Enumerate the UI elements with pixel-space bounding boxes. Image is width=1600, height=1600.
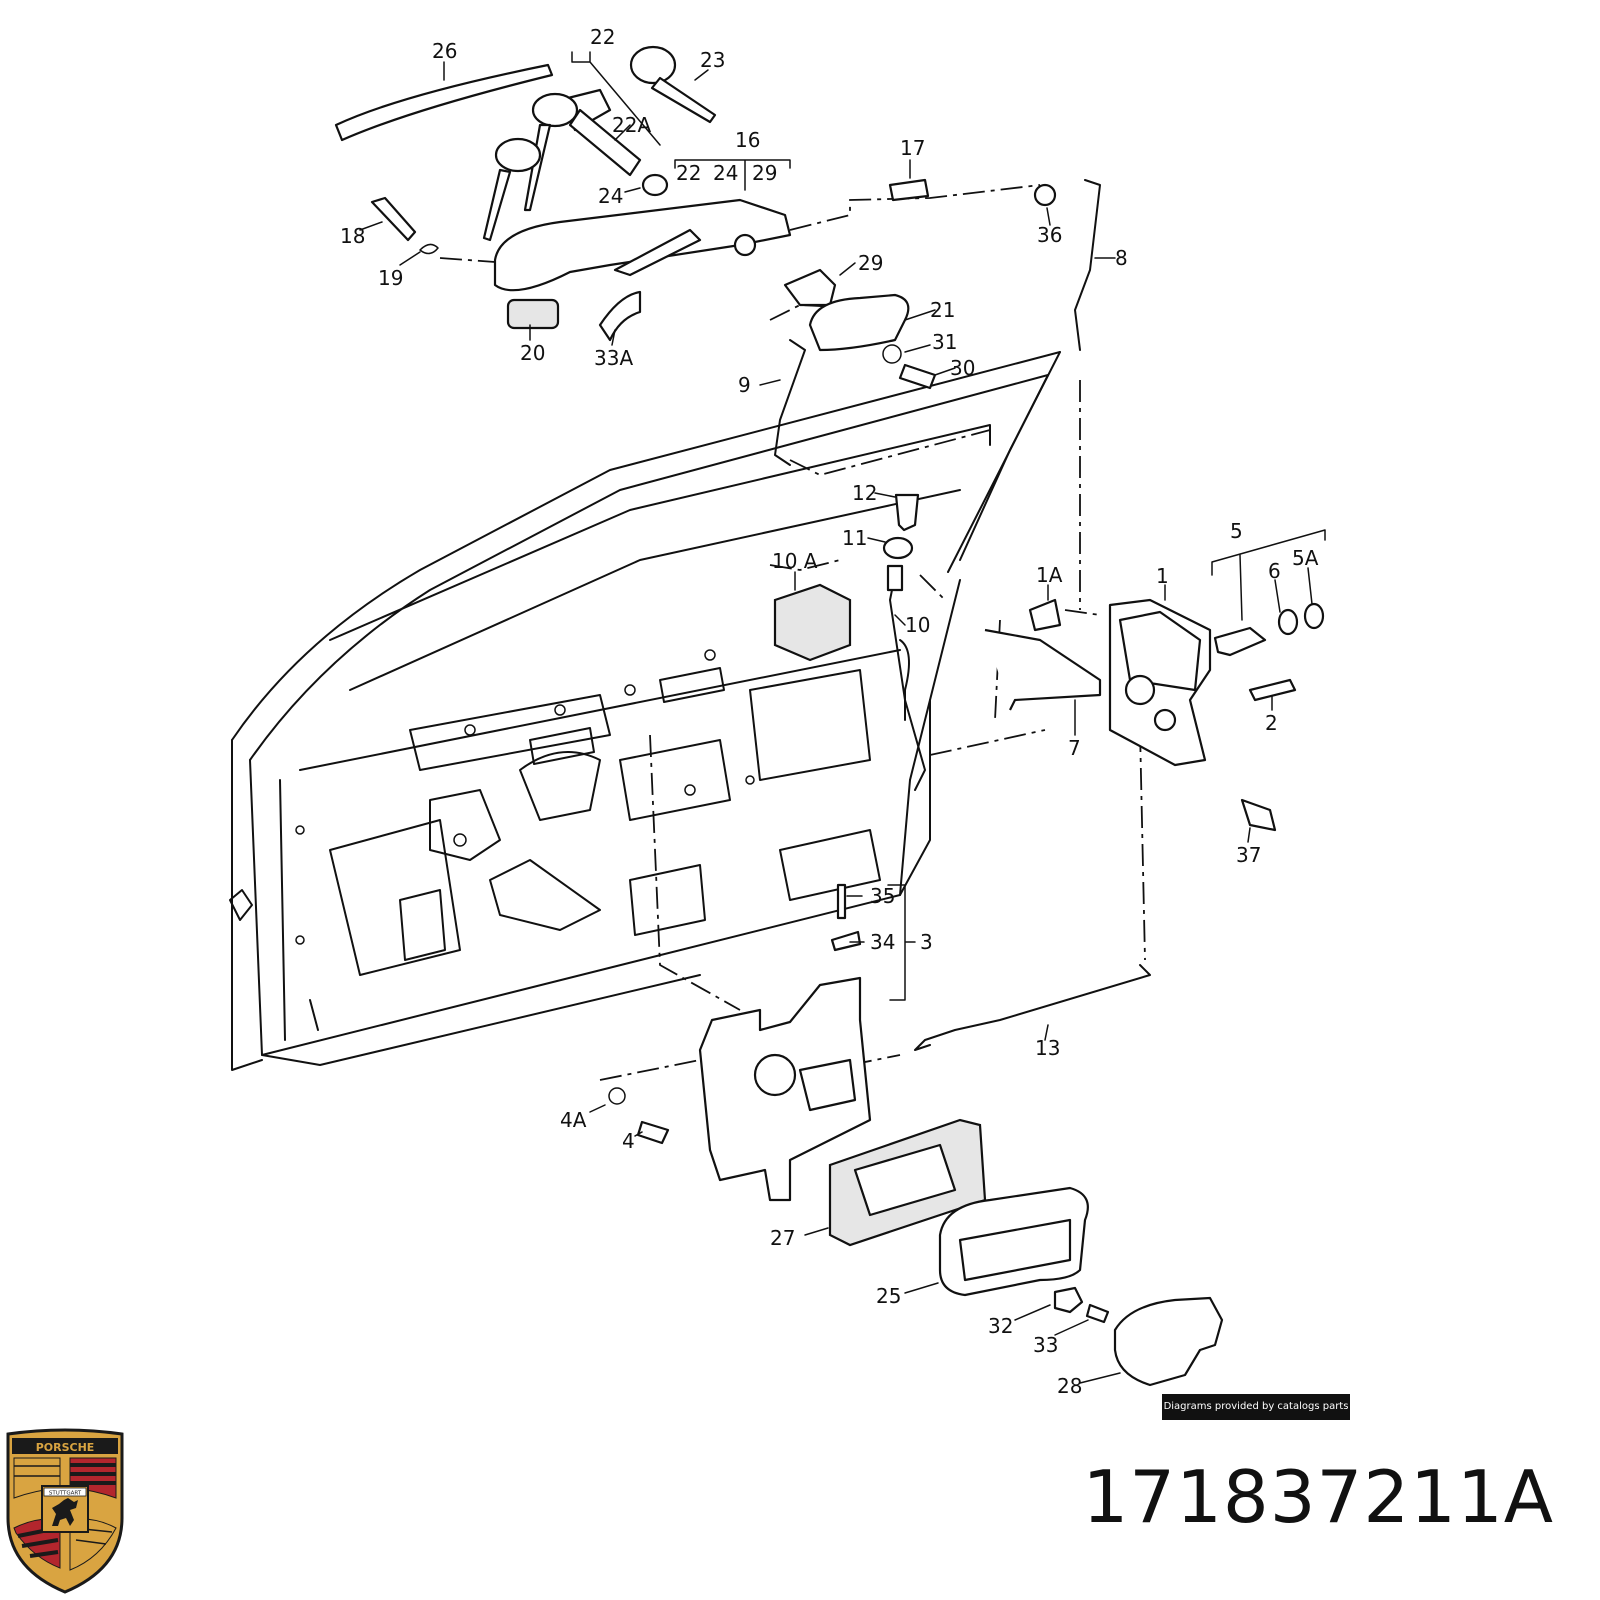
callout-4: 4 [622,1129,635,1153]
washer-31 [882,344,902,364]
callout-23: 23 [700,48,725,72]
weatherstrip-26 [334,63,554,142]
screw-4 [636,1120,670,1145]
porsche-crest-logo: PORSCHE STUTTGART [6,1428,124,1594]
foam-block-10A [773,583,852,662]
callout-10: 10 [905,613,930,637]
callout-12: 12 [852,481,877,505]
rod-10 [886,564,926,791]
diagram-credit: Diagrams provided by catalogs parts [1162,1394,1350,1420]
part-number: 171837211A [1082,1455,1554,1539]
callout-5: 5 [1230,519,1243,543]
clip-36 [1033,183,1057,207]
horse-icon [52,1498,78,1526]
inner-handle-housing [698,976,872,1202]
callout-26: 26 [432,39,457,63]
callout-22: 22 [590,25,615,49]
callout-9: 9 [738,373,751,397]
callout-33: 33 [1033,1333,1058,1357]
screw-17 [888,178,930,202]
callout-25: 25 [876,1284,901,1308]
callout-16-29: 29 [752,161,777,185]
callout-ticks [359,51,1326,1384]
callout-35: 35 [870,884,895,908]
trim-33A [598,290,642,342]
rod-13 [914,964,1151,1051]
cover-28 [1113,1296,1224,1387]
logo-city: STUTTGART [49,1491,82,1497]
gasket-20 [506,298,560,330]
callout-29: 29 [858,251,883,275]
callout-6: 6 [1268,559,1281,583]
lever-1A [1028,598,1062,632]
screw-33 [1085,1303,1110,1324]
callout-8: 8 [1115,246,1128,270]
outer-handle-16 [493,198,792,292]
screw-30 [898,363,937,390]
washer-5A [1303,602,1325,630]
callout-11: 11 [842,526,867,550]
grommet-11 [882,536,914,560]
callout-labels: 26 22 23 22A 16 22 24 29 24 17 18 19 36 … [340,25,1319,1398]
callout-30: 30 [950,356,975,380]
callout-3: 3 [920,930,933,954]
callout-32: 32 [988,1314,1013,1338]
callout-2: 2 [1265,711,1278,735]
plug-37 [1240,798,1277,832]
spring-34 [830,930,862,952]
key-22 [482,92,579,242]
pin-35 [836,883,847,920]
callout-5A: 5A [1292,546,1319,570]
callout-18: 18 [340,224,365,248]
callout-34: 34 [870,930,895,954]
callout-36: 36 [1037,223,1062,247]
callout-13: 13 [1035,1036,1060,1060]
callout-10A: 10 A [772,549,818,573]
callout-22A: 22A [612,113,651,137]
callout-20: 20 [520,341,545,365]
clip-19 [419,243,439,255]
rod-9 [774,339,806,466]
callout-1A: 1A [1036,563,1063,587]
rod-8 [1074,179,1101,351]
bushing-29 [783,268,837,307]
callout-16-24: 24 [713,161,738,185]
screw-2 [1248,678,1297,702]
callout-16: 16 [735,128,760,152]
callout-1: 1 [1156,564,1169,588]
callout-24: 24 [598,184,623,208]
lock-arm-7 [984,628,1102,711]
callout-37: 37 [1236,843,1261,867]
washer-4A [608,1087,626,1105]
cap-24 [641,173,669,197]
washer-6 [1277,608,1299,636]
callout-27: 27 [770,1226,795,1250]
callout-19: 19 [378,266,403,290]
gasket-21 [808,293,910,352]
knob-12 [894,493,920,532]
callout-21: 21 [930,298,955,322]
screw-18 [370,196,417,242]
key-blank-23 [629,45,717,124]
callout-31: 31 [932,330,957,354]
lock-mechanism-1 [1108,598,1212,767]
striker-5 [1213,626,1267,657]
door-panel [229,351,1061,1071]
callout-28: 28 [1057,1374,1082,1398]
callout-4A: 4A [560,1108,587,1132]
escutcheon-25 [938,1186,1089,1297]
callout-7: 7 [1068,736,1081,760]
callout-16-22: 22 [676,161,701,185]
logo-wordmark: PORSCHE [36,1441,95,1454]
callout-33A: 33A [594,346,633,370]
nut-32 [1053,1286,1084,1314]
callout-17: 17 [900,136,925,160]
